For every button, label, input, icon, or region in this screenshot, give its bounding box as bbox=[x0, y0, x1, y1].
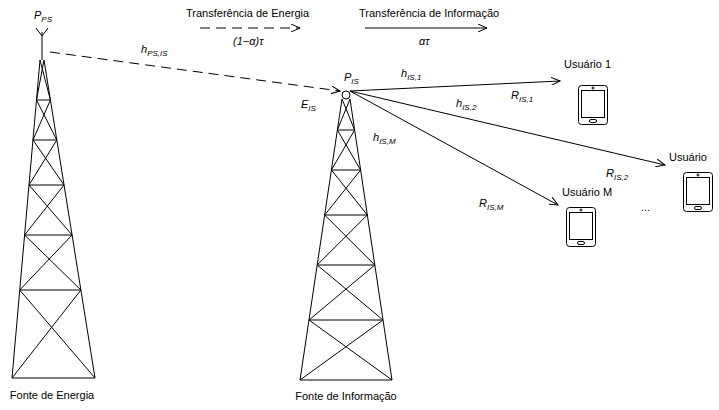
subscript: IS bbox=[351, 77, 359, 86]
subscript: IS,1 bbox=[407, 73, 421, 82]
channel-label: hIS,M bbox=[372, 130, 397, 144]
user-device: Usuário 1 bbox=[560, 57, 628, 129]
subscript: IS,1 bbox=[519, 95, 533, 104]
energy-link bbox=[50, 52, 340, 91]
power-label: PPS bbox=[33, 8, 53, 22]
subscript: IS,M bbox=[379, 137, 395, 146]
rate-label: RIS,2 bbox=[605, 166, 629, 180]
tablet-icon bbox=[566, 207, 597, 248]
subscript: IS,2 bbox=[462, 103, 476, 112]
rate-label: RIS,M bbox=[478, 196, 504, 210]
user-device: Usuário M bbox=[558, 185, 624, 251]
information-link bbox=[350, 91, 558, 205]
legend-text: Transferência de Informação bbox=[358, 6, 500, 20]
subscript: PS bbox=[41, 15, 52, 24]
tower-label: Fonte de Informação bbox=[281, 389, 411, 403]
subscript: IS bbox=[308, 104, 316, 113]
source-tower: Fonte de Energia bbox=[2, 52, 102, 402]
energy-transfer-arrow bbox=[200, 28, 300, 29]
user-device: Usuário bbox=[665, 150, 715, 230]
tablet-icon bbox=[578, 85, 609, 126]
tower-label: Fonte de Energia bbox=[2, 388, 102, 402]
channel-label: hIS,1 bbox=[400, 66, 422, 80]
channel-label: hIS,2 bbox=[455, 96, 477, 110]
time-fraction: (1−α)τ bbox=[232, 34, 264, 48]
power-label: PIS bbox=[343, 70, 360, 84]
channel-label: hPS,IS bbox=[140, 42, 169, 56]
information-transfer-arrow bbox=[365, 28, 487, 29]
rate-label: RIS,1 bbox=[510, 88, 534, 102]
tablet-icon bbox=[683, 172, 714, 213]
legend-text: Transferência de Energia bbox=[185, 6, 310, 20]
subscript: IS,M bbox=[487, 203, 503, 212]
user-label: Usuário M bbox=[562, 185, 612, 199]
subscript: IS,2 bbox=[614, 173, 628, 182]
time-fraction: ατ bbox=[418, 34, 430, 48]
ellipsis: ... bbox=[640, 200, 651, 214]
subscript: PS,IS bbox=[147, 49, 167, 58]
user-label: Usuário 1 bbox=[564, 57, 611, 71]
user-label: Usuário bbox=[669, 150, 707, 164]
energy-tower bbox=[12, 28, 95, 378]
information-link bbox=[350, 91, 665, 165]
energy-label: EIS bbox=[300, 97, 317, 111]
